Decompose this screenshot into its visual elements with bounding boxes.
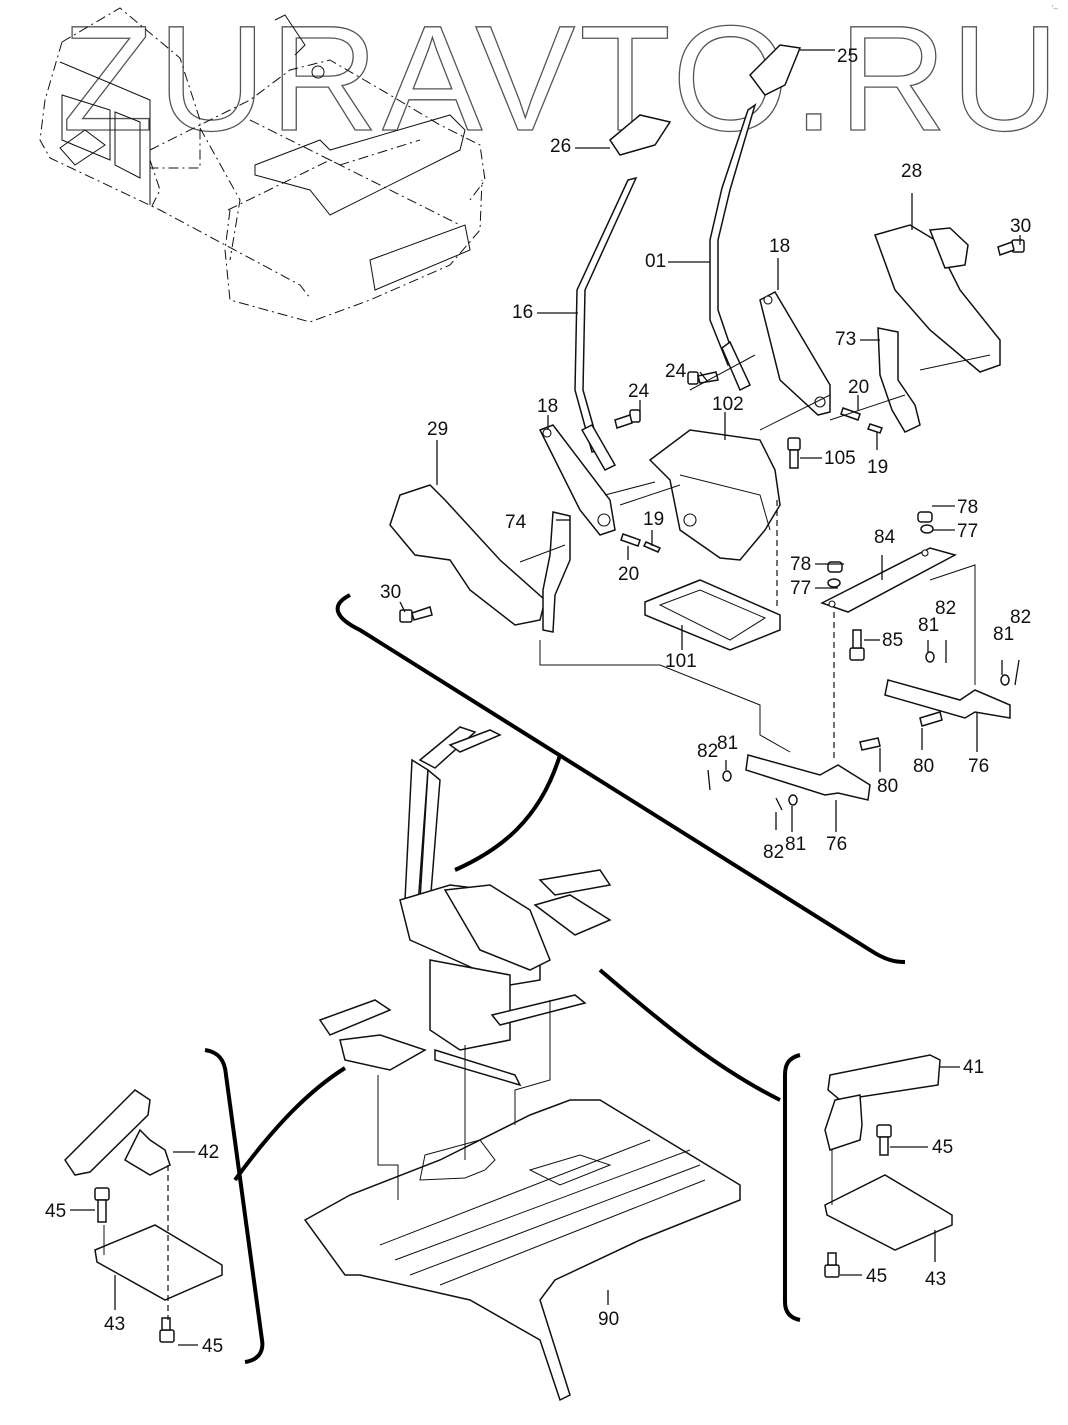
part-label-101: 101 [665,651,697,672]
left-pedal-detail [64,1089,223,1346]
part-label-45-left-bottom: 45 [202,1336,223,1357]
section-bracket-left [204,1048,265,1364]
part-label-82-d: 82 [763,842,784,863]
part-label-18-right: 18 [769,236,790,257]
part-label-30-left: 30 [380,582,401,603]
part-label-85: 85 [882,630,903,651]
part-label-82-b: 82 [1010,607,1031,628]
corner-mark: ′– [1052,4,1058,13]
part-label-74: 74 [505,512,527,533]
part-label-41: 41 [963,1057,984,1078]
part-label-43-left: 43 [104,1314,125,1335]
part-label-20-left: 20 [618,564,639,585]
callout-curve-left [233,1066,347,1182]
part-label-43-right: 43 [925,1269,946,1290]
part-label-29: 29 [427,419,448,440]
part-label-24-right: 24 [665,361,687,382]
assembled-view [303,726,741,1402]
part-label-45-right-bottom: 45 [866,1266,887,1287]
part-label-19-left: 19 [643,509,664,530]
part-label-01: 01 [645,251,666,272]
section-bracket-right [783,1053,801,1322]
part-label-81-b: 81 [993,624,1014,645]
part-label-102: 102 [712,394,744,415]
right-pedal-detail [824,1054,960,1278]
part-label-81-d: 81 [785,834,806,855]
part-label-24-left: 24 [628,381,650,402]
part-label-45-left-top: 45 [45,1201,66,1222]
part-label-73: 73 [835,329,856,350]
part-label-19-right: 19 [867,457,888,478]
part-label-16: 16 [512,302,533,323]
part-label-42: 42 [198,1142,219,1163]
part-label-76-a: 76 [968,756,989,777]
part-label-76-b: 76 [826,834,847,855]
part-label-26: 26 [550,136,571,157]
callout-curve-right [598,968,781,1102]
part-label-84: 84 [874,527,896,548]
part-label-82-a: 82 [935,598,956,619]
watermark-text: ZURAVTO.RU [62,0,1063,162]
part-label-81-c: 81 [717,733,738,754]
excavator-overview [39,7,486,323]
part-label-90: 90 [598,1309,619,1330]
part-label-25: 25 [837,46,858,67]
part-labels: 25 26 01 16 18 18 24 24 28 30 73 20 19 1… [45,46,1031,1357]
lever-assembly [389,44,1025,753]
callout-curve-center [454,754,562,872]
part-label-82-c: 82 [697,741,718,762]
part-label-77-top: 77 [957,521,978,542]
section-bracket-upper [335,593,906,964]
part-label-77-mid: 77 [790,578,811,599]
part-label-81-a: 81 [918,615,939,636]
part-label-78-mid: 78 [790,554,811,575]
part-label-105: 105 [824,448,856,469]
part-label-20-right: 20 [848,377,869,398]
part-label-28: 28 [901,161,922,182]
part-label-78-top: 78 [957,497,978,518]
part-label-80-b: 80 [877,776,898,797]
part-label-45-right-top: 45 [932,1137,953,1158]
damper-linkage [707,505,1020,832]
part-label-30-right: 30 [1010,216,1031,237]
part-label-18-left: 18 [537,396,558,417]
part-label-80-a: 80 [913,756,934,777]
